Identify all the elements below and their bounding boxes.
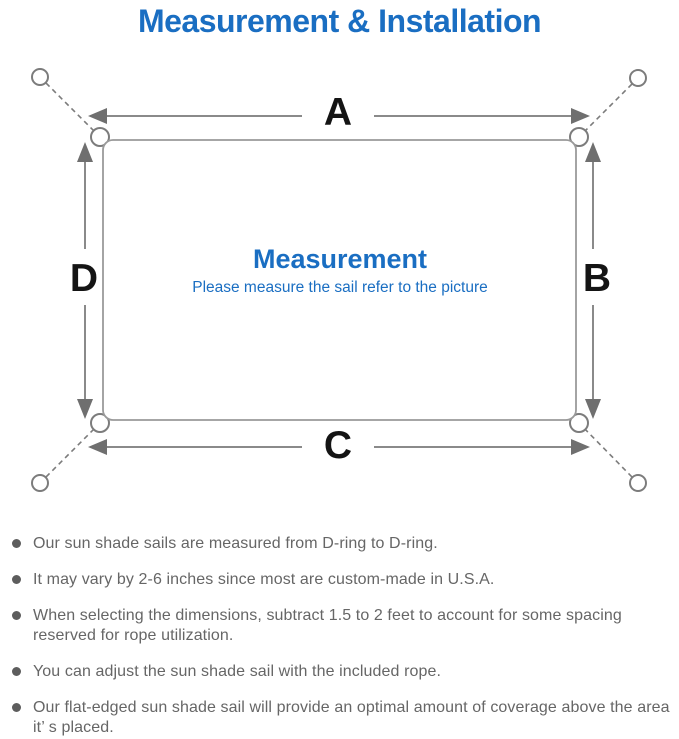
- dimension-label-a: A: [324, 91, 352, 134]
- anchor-ring-bottom-right-icon: [629, 474, 647, 492]
- dimension-label-d: D: [70, 257, 98, 300]
- note-item: When selecting the dimensions, subtract …: [12, 606, 673, 646]
- bullet-icon: [12, 611, 21, 620]
- d-ring-bottom-right-icon: [569, 413, 589, 433]
- rope-line-top-left: [45, 82, 100, 137]
- anchor-ring-top-right-icon: [629, 69, 647, 87]
- dimension-label-b: B: [583, 257, 611, 300]
- note-text: It may vary by 2-6 inches since most are…: [33, 571, 495, 588]
- dimension-label-c: C: [324, 424, 352, 467]
- d-ring-bottom-left-icon: [90, 413, 110, 433]
- dimension-arrow-top: [88, 108, 590, 124]
- note-item: Our flat-edged sun shade sail will provi…: [12, 698, 673, 738]
- note-item: You can adjust the sun shade sail with t…: [12, 662, 673, 682]
- note-item: It may vary by 2-6 inches since most are…: [12, 570, 673, 590]
- bullet-icon: [12, 667, 21, 676]
- d-ring-top-left-icon: [90, 127, 110, 147]
- anchor-ring-top-left-icon: [31, 68, 49, 86]
- rope-line-bottom-right: [579, 423, 633, 478]
- shade-sail-rect: [102, 139, 577, 421]
- bullet-icon: [12, 539, 21, 548]
- bullet-icon: [12, 575, 21, 584]
- note-item: Our sun shade sails are measured from D-…: [12, 534, 673, 554]
- diagram-subheading: Please measure the sail refer to the pic…: [192, 279, 488, 296]
- diagram-heading: Measurement: [253, 244, 427, 274]
- dimension-arrow-left: [77, 142, 93, 419]
- note-text: Our sun shade sails are measured from D-…: [33, 535, 438, 552]
- note-text: Our flat-edged sun shade sail will provi…: [33, 699, 670, 736]
- dimension-arrow-bottom: [88, 439, 590, 455]
- bullet-icon: [12, 703, 21, 712]
- dimension-arrow-right: [585, 142, 601, 419]
- note-text: You can adjust the sun shade sail with t…: [33, 663, 442, 680]
- d-ring-top-right-icon: [569, 127, 589, 147]
- notes-list: Our sun shade sails are measured from D-…: [12, 534, 673, 739]
- note-text: When selecting the dimensions, subtract …: [33, 607, 622, 644]
- rope-line-bottom-left: [45, 423, 100, 478]
- anchor-ring-bottom-left-icon: [31, 474, 49, 492]
- measurement-diagram: A B C D Measurement Please measure the s…: [31, 68, 647, 492]
- page-title: Measurement & Installation: [137, 3, 542, 39]
- rope-line-top-right: [579, 83, 633, 137]
